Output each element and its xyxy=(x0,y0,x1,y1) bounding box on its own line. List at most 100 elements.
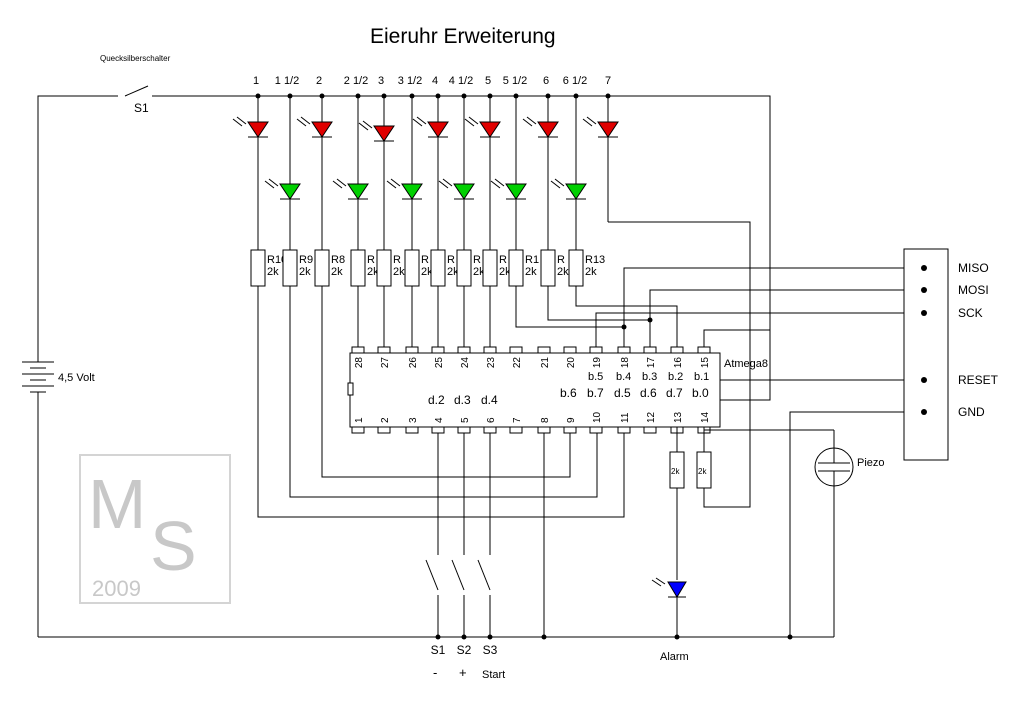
isp-pin xyxy=(921,287,927,293)
piezo-buzzer xyxy=(704,429,854,637)
resistor-value: 2k xyxy=(393,266,405,278)
pushbutton-label: S1 xyxy=(431,643,446,657)
isp-label: RESET xyxy=(958,373,999,387)
battery-symbol xyxy=(22,361,54,393)
isp-header xyxy=(903,248,949,461)
port-label: b.2 xyxy=(668,371,683,383)
resistor-value: 2k xyxy=(525,266,537,278)
junction-dot xyxy=(541,634,547,640)
column-label: 3 xyxy=(378,75,384,87)
watermark-year: 2009 xyxy=(92,576,141,601)
chip-pin xyxy=(589,346,603,354)
column-label: 4 1/2 xyxy=(449,75,473,87)
red-led xyxy=(537,121,559,138)
port-label: b.6 xyxy=(560,386,577,400)
resistor-value: 2k xyxy=(447,266,459,278)
pin-number: 7 xyxy=(512,417,523,423)
green-led xyxy=(279,183,301,200)
resistor xyxy=(430,249,446,287)
pin-number: 18 xyxy=(620,357,631,369)
column-label: 2 xyxy=(316,75,322,87)
pushbutton-label: S2 xyxy=(457,643,472,657)
red-led xyxy=(597,121,619,138)
resistor-ref: R13 xyxy=(585,254,605,266)
pin-number: 12 xyxy=(646,411,657,423)
red-led xyxy=(311,121,333,138)
pin-number: 28 xyxy=(354,357,365,369)
red-led xyxy=(427,121,449,138)
red-led xyxy=(247,121,269,138)
port-label: d.2 xyxy=(428,393,445,407)
pin-number: 25 xyxy=(434,357,445,369)
chip-pin xyxy=(431,346,445,354)
pin-number: 4 xyxy=(434,417,445,423)
isp-label: MISO xyxy=(958,261,989,275)
resistor-ref: R xyxy=(557,254,565,266)
resistor-ref: R xyxy=(499,254,507,266)
resistor-ref: R10 xyxy=(267,254,287,266)
resistor-value: 2k xyxy=(367,266,379,278)
isp-pin xyxy=(921,310,927,316)
resistor xyxy=(350,249,366,287)
column-label: 1 1/2 xyxy=(275,75,299,87)
column-label: 5 xyxy=(485,75,491,87)
port-label: b.7 xyxy=(587,386,604,400)
chip-label: Atmega8 xyxy=(724,358,768,370)
isp-label: MOSI xyxy=(958,283,989,297)
chip-pin xyxy=(405,426,419,434)
chip-pin xyxy=(483,426,497,434)
chip-pin xyxy=(457,346,471,354)
chip-pin xyxy=(563,426,577,434)
resistor-ref: R xyxy=(473,254,481,266)
chip-pin xyxy=(589,426,603,434)
resistor-ref: R xyxy=(421,254,429,266)
resistor-value: 2k xyxy=(267,266,279,278)
pin-number: 13 xyxy=(673,411,684,423)
pin-number: 8 xyxy=(540,417,551,423)
alarm-branch xyxy=(608,221,751,637)
isp-label: GND xyxy=(958,405,985,419)
plus-sign: + xyxy=(459,665,467,680)
junction-dot xyxy=(787,634,793,640)
light-arrow xyxy=(296,118,307,127)
column-label: 7 xyxy=(605,75,611,87)
watermark-letter-s: S xyxy=(150,507,197,585)
pin-number: 15 xyxy=(700,357,711,369)
column-label: 3 1/2 xyxy=(398,75,422,87)
chip-pin xyxy=(483,346,497,354)
chip-pin xyxy=(405,346,419,354)
light-arrow xyxy=(232,118,243,127)
pushbutton-contact xyxy=(477,559,491,591)
port-label: b.3 xyxy=(642,371,657,383)
pin-number: 27 xyxy=(380,357,391,369)
resistor-ref: R xyxy=(447,254,455,266)
chip-pin xyxy=(670,346,684,354)
resistor-ref: R8 xyxy=(331,254,345,266)
light-arrow xyxy=(264,180,275,189)
junction-dot xyxy=(435,634,441,640)
pin-number: 10 xyxy=(592,411,603,423)
column-label: 6 1/2 xyxy=(563,75,587,87)
column-label: 5 1/2 xyxy=(503,75,527,87)
junction-dot xyxy=(461,634,467,640)
light-arrow xyxy=(464,118,475,127)
start-label: Start xyxy=(482,669,505,681)
pin-number: 2 xyxy=(380,417,391,423)
tilt-switch-label: Quecksilberschalter xyxy=(100,54,171,63)
pin-number: 6 xyxy=(486,417,497,423)
port-label: d.4 xyxy=(481,393,498,407)
chip-routing xyxy=(257,267,924,640)
red-led xyxy=(479,121,501,138)
light-arrow xyxy=(358,122,369,131)
chip-pin xyxy=(431,426,445,434)
port-label: b.4 xyxy=(616,371,631,383)
resistor xyxy=(568,249,584,287)
resistor xyxy=(314,249,330,287)
atmega8-chip xyxy=(347,352,721,428)
column-label: 4 xyxy=(432,75,438,87)
column-label: 1 xyxy=(253,75,259,87)
port-label: b.1 xyxy=(694,371,709,383)
